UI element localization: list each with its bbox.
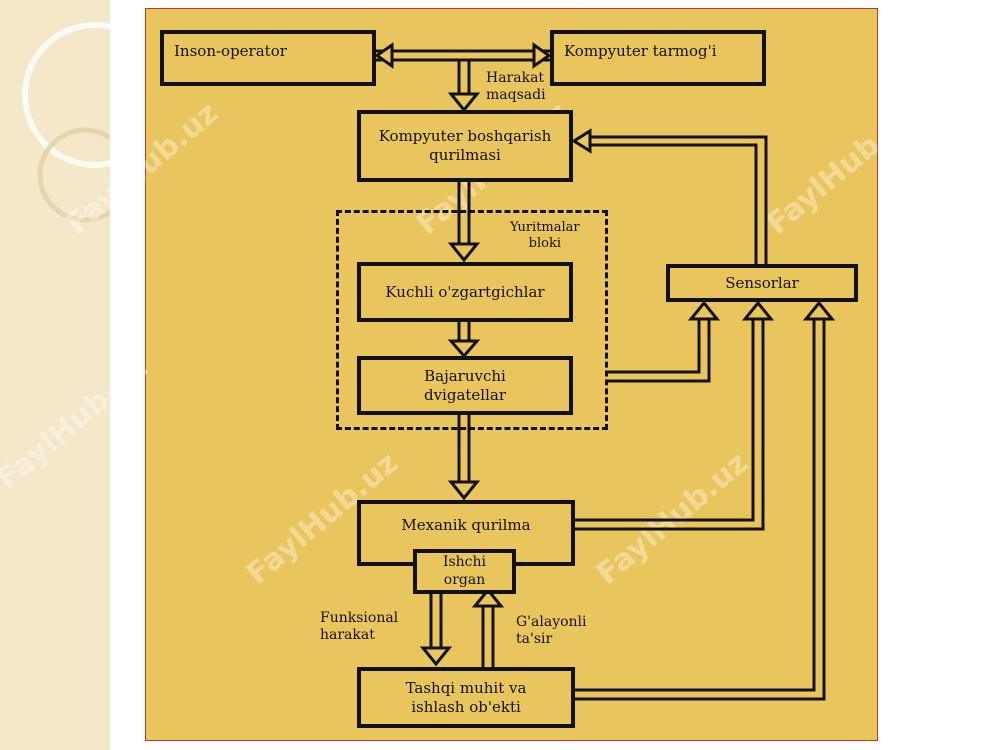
control-converters-link [457, 182, 471, 244]
node-mechanism-label: Mexanik qurilma [401, 516, 531, 534]
functional-link [429, 593, 443, 648]
slide-sidebar [0, 0, 110, 750]
arrowhead-up-icon [687, 300, 721, 321]
drives-group-label: Yuritmalar bloki [510, 220, 580, 251]
node-control-label: Kompyuter boshqarish qurilmasi [378, 127, 552, 164]
arrowhead-left-icon [374, 42, 394, 69]
goal-link [457, 60, 471, 94]
node-work-organ-label: Ishchi organ [442, 554, 487, 588]
arrowhead-down-icon [419, 646, 453, 667]
edge-label-disturbance: G'alayonli ta'sir [516, 614, 587, 647]
node-sensors: Sensorlar [666, 264, 858, 302]
edge-label-goal: Harakat maqsadi [486, 70, 546, 103]
arrowhead-down-icon [447, 480, 481, 501]
node-work-organ: Ishchi organ [413, 549, 516, 594]
disturbance-link [481, 606, 495, 668]
arrowhead-down-icon [447, 242, 481, 263]
environment-sensors-link [575, 319, 826, 701]
mechanism-sensors-link [575, 319, 765, 531]
sensors-control-link [590, 135, 768, 264]
node-network-label: Kompyuter tarmog'i [564, 42, 717, 60]
node-control: Kompyuter boshqarish qurilmasi [357, 110, 573, 182]
arrowhead-up-icon [741, 300, 775, 321]
node-network: Kompyuter tarmog'i [550, 30, 766, 86]
node-converters-label: Kuchli o'zgartgichlar [385, 282, 545, 301]
arrowhead-left-icon [571, 128, 592, 154]
node-motors-label: Bajaruvchi dvigatellar [423, 366, 507, 404]
motors-mechanism-link [457, 415, 471, 482]
node-operator: Inson-operator [160, 30, 376, 86]
edge-label-functional: Funksional harakat [320, 610, 399, 643]
drives-sensors-link [608, 319, 711, 383]
converters-motors-link [457, 322, 471, 341]
arrowhead-down-icon [447, 92, 481, 113]
drives-group-frame [336, 210, 608, 430]
arrowhead-down-icon [447, 339, 481, 359]
node-converters: Kuchli o'zgartgichlar [357, 262, 573, 322]
sidebar-decoration [22, 22, 110, 223]
arrowhead-up-icon [802, 300, 836, 321]
arrowhead-up-icon [471, 587, 505, 608]
node-environment: Tashqi muhit va ishlash ob'ekti [357, 667, 575, 728]
node-environment-label: Tashqi muhit va ishlash ob'ekti [405, 678, 527, 716]
operator-network-link [376, 49, 550, 62]
node-operator-label: Inson-operator [174, 42, 287, 60]
node-motors: Bajaruvchi dvigatellar [357, 356, 573, 415]
arrowhead-right-icon [532, 42, 552, 69]
node-sensors-label: Sensorlar [725, 273, 799, 292]
